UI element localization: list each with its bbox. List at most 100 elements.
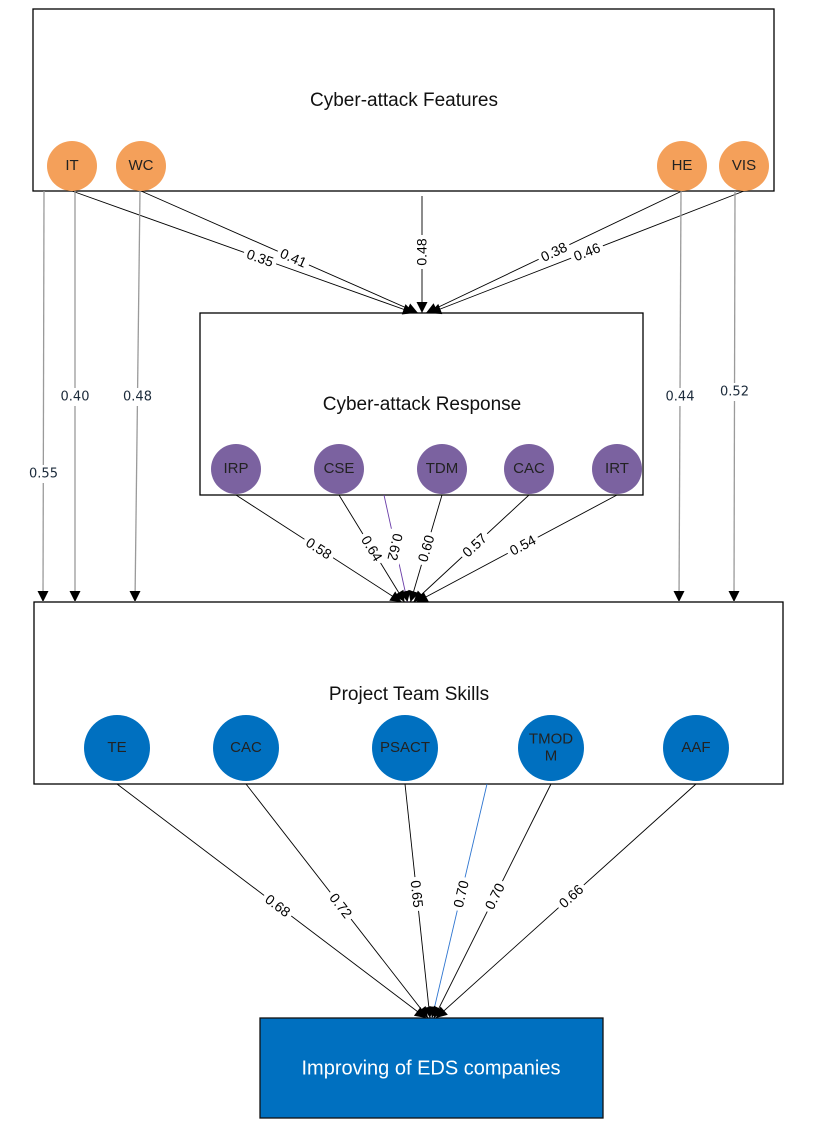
arrowhead-vis-to-skills [728, 591, 740, 602]
edge-cyber-attack-features-to-skills [42, 190, 45, 603]
weight-label-te-to-outcome-group: 0.68 [259, 889, 297, 923]
node-features-wc: WC [116, 141, 166, 191]
arrowhead-irt-to-skills [416, 591, 429, 602]
weight-label-project-team-skills-to-outcome: 0.70 [450, 879, 472, 909]
weight-label-cyber-attack-features-to-response-bg [414, 235, 430, 269]
weight-label-tmodm-to-outcome-group: 0.70 [480, 877, 510, 916]
node-label: PSACT [380, 739, 430, 756]
node-skills-cac: CAC [213, 715, 279, 781]
weight-label-vis-to-response-bg [568, 238, 606, 266]
node-label: CAC [513, 460, 545, 477]
node-circle [504, 444, 554, 494]
weight-label-it-to-response-group: 0.35 [241, 244, 279, 272]
node-response-cse: CSE [314, 444, 364, 494]
weight-label-tdm-to-skills-bg [413, 529, 439, 568]
node-skills-te: TE [84, 715, 150, 781]
node-circle [592, 444, 642, 494]
node-label: TMOD [529, 730, 573, 747]
weight-label-it-to-skills: 0.40 [61, 390, 90, 405]
skills-title: Project Team Skills [329, 684, 489, 705]
arrowhead-tdm-to-skills [408, 589, 419, 602]
arrowhead-cyber-attack-response-to-skills [399, 590, 411, 602]
weight-label-cyber-attack-response-to-skills-bg [383, 528, 407, 566]
weight-label-psact-to-outcome-bg [406, 876, 427, 912]
weight-label-vis-to-skills: 0.52 [720, 385, 749, 400]
node-label: CAC [230, 739, 262, 756]
weight-label-project-team-skills-to-outcome-group: 0.70 [449, 875, 473, 913]
edge-it-to-response [71, 190, 415, 314]
node-response-cac: CAC [504, 444, 554, 494]
weight-label-psact-to-outcome: 0.65 [408, 880, 427, 909]
weight-label-cyber-attack-features-to-skills: 0.55 [29, 467, 58, 482]
node-skills-aaf: AAF [663, 715, 729, 781]
weight-label-cac-to-skills-bg [456, 527, 493, 563]
arrowhead-he-to-skills [673, 591, 685, 602]
node-label: IRP [223, 460, 248, 477]
node-circle [116, 141, 166, 191]
weight-label-tdm-to-skills: 0.60 [414, 533, 437, 564]
arrowhead-it-to-skills [69, 591, 81, 602]
weight-label-irp-to-skills-bg [300, 532, 338, 565]
node-circle [663, 715, 729, 781]
arrowhead-aaf-to-outcome [436, 1006, 448, 1018]
node-circle [213, 715, 279, 781]
weight-label-cse-to-skills-group: 0.64 [356, 529, 388, 568]
node-label: TE [107, 739, 126, 756]
node-circle [719, 141, 769, 191]
node-circle [372, 715, 438, 781]
weight-label-irt-to-skills-group: 0.54 [504, 530, 542, 561]
outcome-box [259, 1017, 604, 1119]
node-circle [657, 141, 707, 191]
response-title: Cyber-attack Response [323, 394, 522, 415]
node-label: HE [672, 157, 693, 174]
node-label: M [545, 747, 558, 764]
weight-label-it-to-skills-bg [57, 388, 93, 406]
node-label: VIS [732, 157, 756, 174]
arrowhead-cyber-attack-features-to-skills [37, 591, 49, 602]
node-label: AAF [681, 739, 710, 756]
weight-label-cyber-attack-response-to-skills-group: 0.62 [383, 528, 407, 566]
node-circle [211, 444, 261, 494]
weight-label-tmodm-to-outcome-bg [480, 877, 510, 916]
node-response-tdm: TDM [417, 444, 467, 494]
node-features-it: IT [47, 141, 97, 191]
weight-label-cyber-attack-response-to-skills: 0.62 [384, 532, 406, 562]
weight-label-aaf-to-outcome-bg [553, 879, 590, 914]
node-response-irt: IRT [592, 444, 642, 494]
weight-label-irt-to-skills-bg [504, 530, 542, 561]
weight-label-cac-to-outcome-group: 0.72 [323, 887, 358, 925]
node-label: IT [65, 157, 78, 174]
weight-label-he-to-response-group: 0.38 [535, 237, 573, 267]
weight-label-cac-to-outcome-bg [323, 887, 358, 925]
node-label: CSE [324, 460, 355, 477]
weight-label-cyber-attack-features-to-response-group: 0.48 [414, 235, 430, 269]
weight-label-te-to-outcome-bg [259, 889, 297, 923]
weight-label-psact-to-outcome-group: 0.65 [406, 876, 427, 912]
node-label: TDM [426, 460, 459, 477]
weight-label-cyber-attack-features-to-skills-bg [25, 465, 62, 483]
skills-box [33, 601, 784, 785]
node-features-he: HE [657, 141, 707, 191]
weight-label-it-to-response-bg [241, 244, 279, 272]
arrowhead-wc-to-skills [129, 591, 141, 602]
weight-label-wc-to-skills: 0.48 [123, 390, 152, 405]
node-circle [518, 715, 584, 781]
weight-label-he-to-skills-bg [662, 388, 698, 406]
node-circle [417, 444, 467, 494]
node-label: WC [129, 157, 154, 174]
arrowhead-cyber-attack-features-to-response [416, 302, 428, 313]
weight-label-project-team-skills-to-outcome-bg [449, 875, 473, 913]
arrowhead-wc-to-response [405, 303, 418, 314]
weight-label-wc-to-response-bg [274, 243, 313, 273]
outcome-title: Improving of EDS companies [301, 1057, 560, 1079]
weight-label-wc-to-response-group: 0.41 [274, 243, 313, 273]
node-circle [47, 141, 97, 191]
weight-label-he-to-skills: 0.44 [666, 390, 695, 405]
node-response-irp: IRP [211, 444, 261, 494]
node-features-vis: VIS [719, 141, 769, 191]
weight-label-tdm-to-skills-group: 0.60 [413, 529, 439, 568]
weight-label-vis-to-skills-bg [716, 383, 753, 401]
